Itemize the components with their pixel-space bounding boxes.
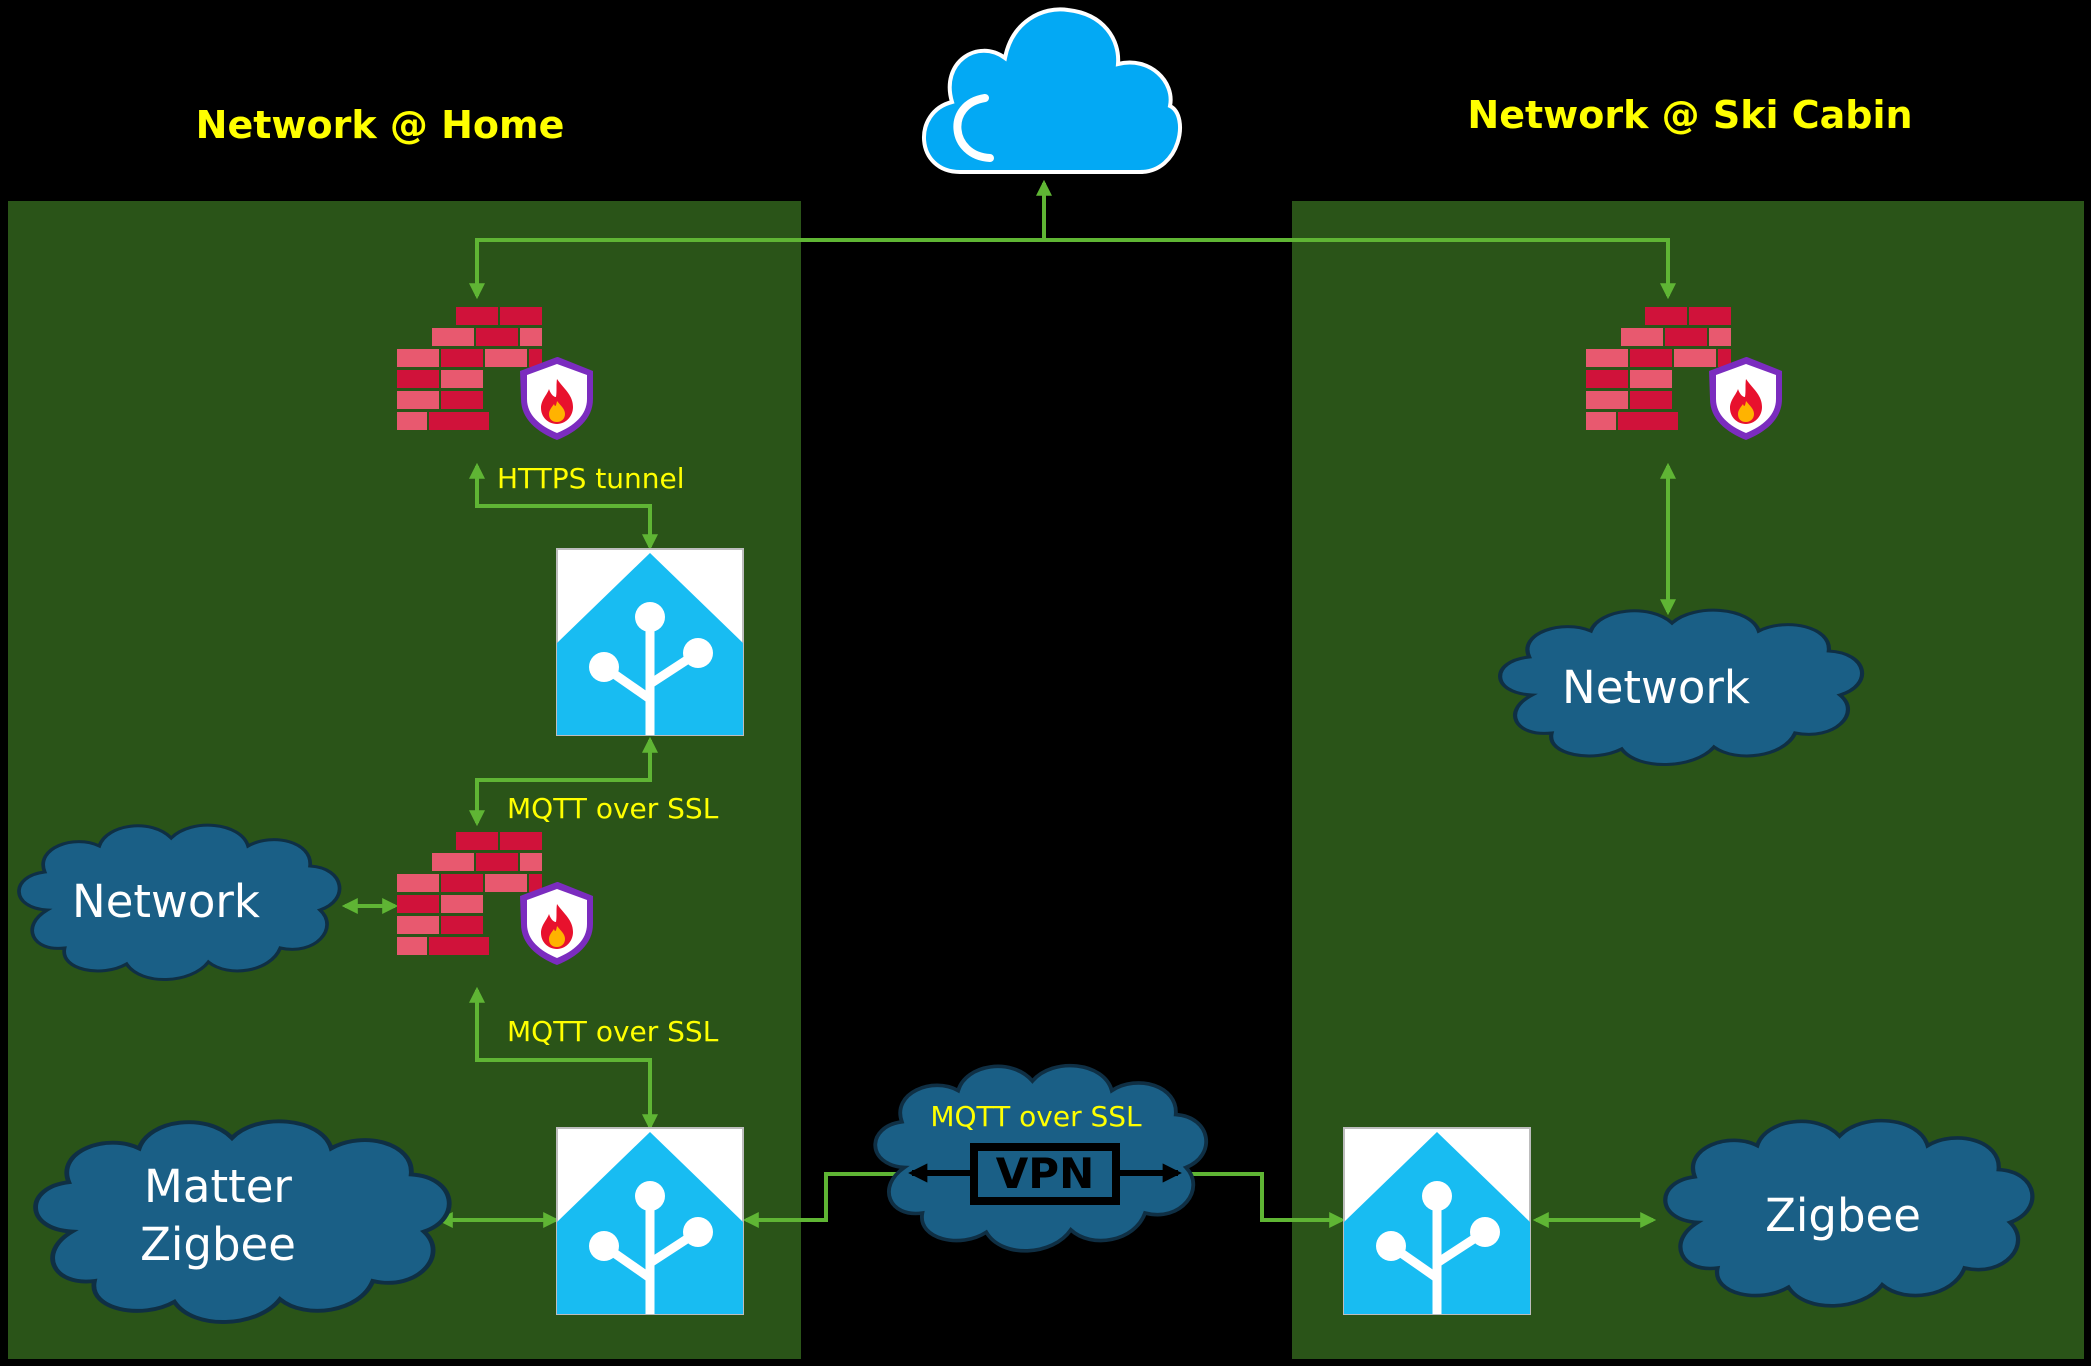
home-title: Network @ Home — [196, 103, 565, 147]
connector-home-ha-vpn — [742, 1172, 904, 1228]
connectors — [341, 179, 1676, 1228]
home-network-label: Network — [72, 875, 260, 928]
mqtt-upper-label: MQTT over SSL — [507, 792, 719, 825]
connector-https-tunnel — [469, 462, 658, 551]
connector-mqtt-lower — [469, 986, 658, 1131]
cabin-title: Network @ Ski Cabin — [1467, 93, 1912, 137]
vpn-label: VPN — [996, 1149, 1094, 1198]
internet-cloud-icon — [922, 7, 1182, 174]
cabin-home-assistant-icon — [1344, 1128, 1530, 1314]
connector-mqtt-upper — [469, 736, 658, 827]
home-iot-label-line2: Zigbee — [140, 1218, 296, 1271]
mqtt-lower-label: MQTT over SSL — [507, 1015, 719, 1048]
home-assistant-icon — [557, 549, 743, 735]
home-iot-label-line1: Matter — [144, 1160, 292, 1213]
connector-vpn-cabin-ha — [1186, 1172, 1346, 1228]
cabin-iot-label: Zigbee — [1765, 1189, 1921, 1242]
mqtt-vpn-label: MQTT over SSL — [930, 1100, 1142, 1133]
https-tunnel-label: HTTPS tunnel — [497, 462, 685, 495]
connector-internet-cabin-firewall — [1044, 238, 1676, 300]
connector-internet-home-firewall — [469, 238, 1044, 300]
home-assistant-edge-icon — [557, 1128, 743, 1314]
cabin-network-label: Network — [1562, 661, 1750, 714]
vpn-icon: VPN — [908, 1143, 1182, 1205]
